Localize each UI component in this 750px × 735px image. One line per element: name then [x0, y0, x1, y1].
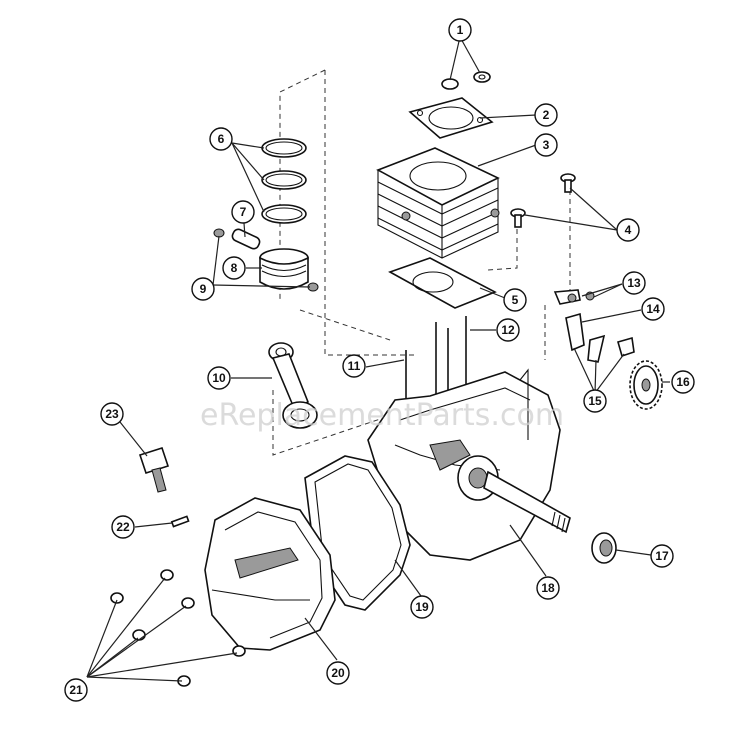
leader-lines — [86, 36, 670, 682]
callout-8[interactable]: 8 — [222, 256, 246, 280]
callout-23[interactable]: 23 — [100, 402, 124, 426]
part-17-oil-seal — [591, 532, 617, 564]
callout-2-label: 2 — [543, 108, 550, 122]
part-18-crankcase — [367, 368, 571, 561]
callout-12[interactable]: 12 — [496, 318, 520, 342]
assembly-lines — [272, 69, 571, 456]
part-10-connecting-rod — [268, 342, 318, 429]
callout-8-label: 8 — [231, 261, 238, 275]
callout-12-label: 12 — [501, 323, 515, 337]
callout-5-label: 5 — [512, 293, 519, 307]
callout-19[interactable]: 19 — [410, 595, 434, 619]
callout-7-label: 7 — [240, 205, 247, 219]
callout-7[interactable]: 7 — [231, 200, 255, 224]
callout-10[interactable]: 10 — [207, 366, 231, 390]
part-2-gasket — [408, 97, 494, 139]
callout-3[interactable]: 3 — [534, 133, 558, 157]
callout-13[interactable]: 13 — [622, 271, 646, 295]
callout-9-label: 9 — [200, 282, 207, 296]
callout-19-label: 19 — [415, 600, 429, 614]
callout-15[interactable]: 15 — [583, 389, 607, 413]
callout-1[interactable]: 1 — [448, 18, 472, 42]
part-4-screws — [510, 173, 576, 228]
callout-18[interactable]: 18 — [536, 576, 560, 600]
callout-11-label: 11 — [348, 359, 361, 373]
callout-6[interactable]: 6 — [209, 127, 233, 151]
callout-3-label: 3 — [543, 138, 550, 152]
callout-21[interactable]: 21 — [64, 678, 88, 702]
part-13-14-15-linkage — [553, 289, 635, 363]
callout-14-label: 14 — [646, 302, 660, 316]
callout-17[interactable]: 17 — [650, 544, 674, 568]
callout-22-label: 22 — [116, 520, 130, 534]
callout-4[interactable]: 4 — [616, 218, 640, 242]
part-8-piston — [259, 248, 309, 290]
callout-10-label: 10 — [212, 371, 226, 385]
callout-16-label: 16 — [676, 375, 690, 389]
callout-21-label: 21 — [69, 683, 83, 697]
callout-1-label: 1 — [457, 23, 464, 37]
part-22-key — [170, 515, 190, 528]
callout-11[interactable]: 11 — [342, 354, 366, 378]
part-3-cylinder — [376, 147, 500, 259]
callout-20-label: 20 — [331, 666, 345, 680]
part-23-sensor — [138, 446, 170, 493]
part-1-nuts — [441, 71, 491, 90]
part-16-gear — [629, 360, 663, 410]
watermark: eReplacementParts.com — [200, 398, 564, 433]
callout-15-label: 15 — [588, 394, 602, 408]
callout-5[interactable]: 5 — [503, 288, 527, 312]
callout-bubbles: 1 2 3 4 5 6 7 8 9 10 11 12 13 14 15 16 1… — [64, 18, 695, 702]
part-20-cover — [204, 497, 336, 651]
callout-22[interactable]: 22 — [111, 515, 135, 539]
part-7-wrist-pin — [231, 228, 261, 250]
callout-2[interactable]: 2 — [534, 103, 558, 127]
callout-13-label: 13 — [627, 276, 641, 290]
callout-4-label: 4 — [625, 223, 632, 237]
callout-14[interactable]: 14 — [641, 297, 665, 321]
callout-6-label: 6 — [218, 132, 225, 146]
callout-20[interactable]: 20 — [326, 661, 350, 685]
callout-18-label: 18 — [541, 581, 555, 595]
callout-23-label: 23 — [105, 407, 119, 421]
part-9-clips — [213, 228, 319, 292]
part-5-gasket — [388, 257, 497, 309]
callout-9[interactable]: 9 — [191, 277, 215, 301]
callout-16[interactable]: 16 — [671, 370, 695, 394]
part-6-piston-rings — [261, 138, 307, 224]
callout-17-label: 17 — [655, 549, 669, 563]
